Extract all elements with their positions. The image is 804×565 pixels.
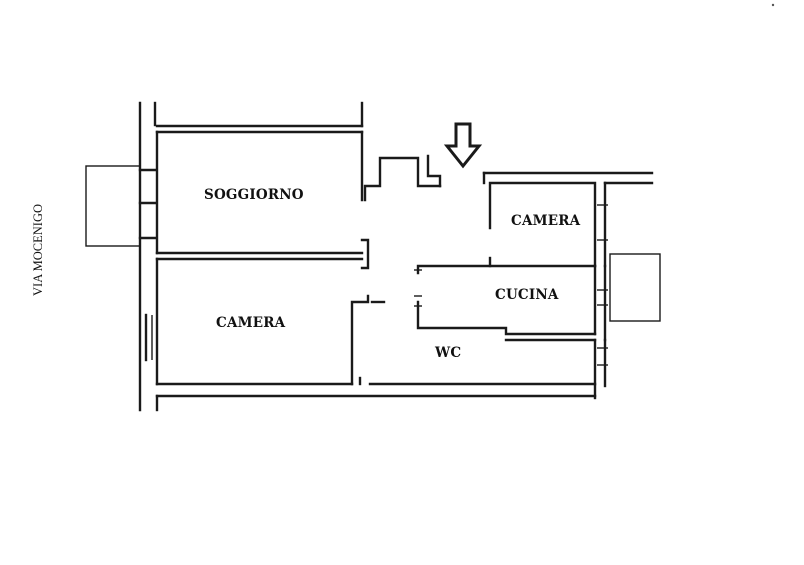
camera-right-wall: [350, 294, 370, 386]
cucina-bottom: [416, 300, 597, 336]
corner-mark: [771, 3, 775, 7]
room-label-soggiorno: SOGGIORNO: [204, 187, 304, 203]
room-label-wc: WC: [435, 345, 462, 361]
left-balconies: [85, 165, 157, 362]
soggiorno-door-jamb: [360, 238, 370, 270]
wc-walls: [358, 338, 608, 388]
street-label: VIA MOCENIGO: [31, 203, 45, 296]
room-label-camera-right: CAMERA: [511, 213, 581, 229]
entrance-niche: [363, 156, 442, 202]
camera-left-walls: [155, 257, 386, 386]
entrance-jamb: [426, 154, 442, 188]
room-label-camera-left: CAMERA: [216, 315, 286, 331]
exterior-walls: [138, 101, 654, 412]
cucina-top: [416, 264, 597, 275]
entrance-walls: [363, 154, 442, 202]
soggiorno-walls: [155, 130, 370, 270]
room-label-cucina: CUCINA: [495, 287, 559, 303]
cucina-walls: [414, 256, 608, 342]
balcony-right: [609, 253, 661, 322]
camera-right-walls: [488, 181, 608, 268]
camera-right-box: [488, 181, 597, 268]
down-arrow-icon: [443, 122, 483, 169]
balcony-top-left: [85, 165, 141, 247]
